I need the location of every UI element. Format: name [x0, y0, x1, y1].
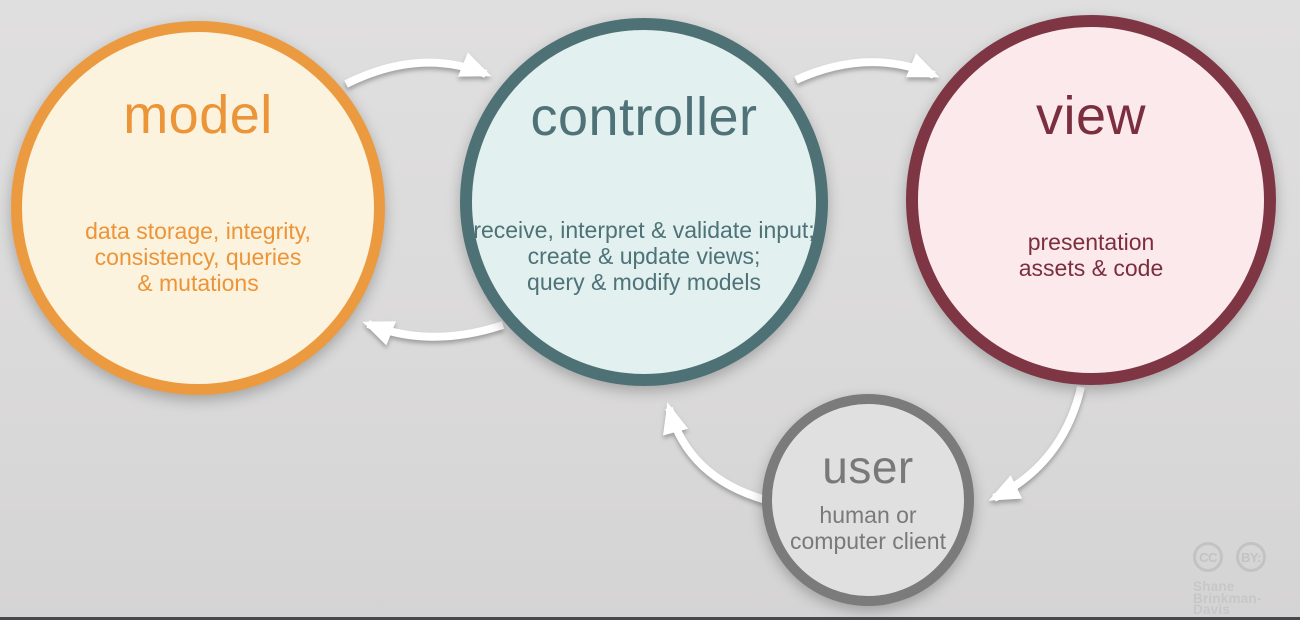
arrow-controller-to-model	[362, 320, 505, 346]
arrow-model-to-controller	[344, 52, 492, 88]
node-controller: controller receive, interpret & validate…	[460, 18, 828, 386]
arrow-user-to-controller	[663, 402, 768, 504]
model-title: model	[123, 85, 273, 145]
controller-title: controller	[530, 87, 758, 147]
by-icon: BY:	[1236, 542, 1266, 572]
user-description: human or computer client	[790, 502, 946, 554]
controller-description: receive, interpret & validate input; cre…	[473, 217, 815, 295]
user-title: user	[822, 441, 914, 493]
bottom-edge-bar	[0, 617, 1300, 620]
arrow-controller-to-view	[794, 53, 940, 84]
cc-license-attribution: CC BY: Shane Brinkman-Davis	[1193, 542, 1297, 616]
node-model: model data storage, integrity, consisten…	[11, 21, 385, 395]
cc-icon: CC	[1193, 542, 1223, 572]
view-title: view	[1035, 86, 1147, 146]
view-description: presentation assets & code	[1018, 229, 1164, 281]
node-view: view presentation assets & code	[906, 15, 1276, 385]
model-description: data storage, integrity, consistency, qu…	[85, 218, 311, 296]
node-user: user human or computer client	[762, 394, 974, 606]
arrow-view-to-user	[988, 386, 1085, 502]
author-name: Shane Brinkman-Davis	[1193, 579, 1262, 617]
license-badges: CC BY:	[1193, 542, 1297, 572]
